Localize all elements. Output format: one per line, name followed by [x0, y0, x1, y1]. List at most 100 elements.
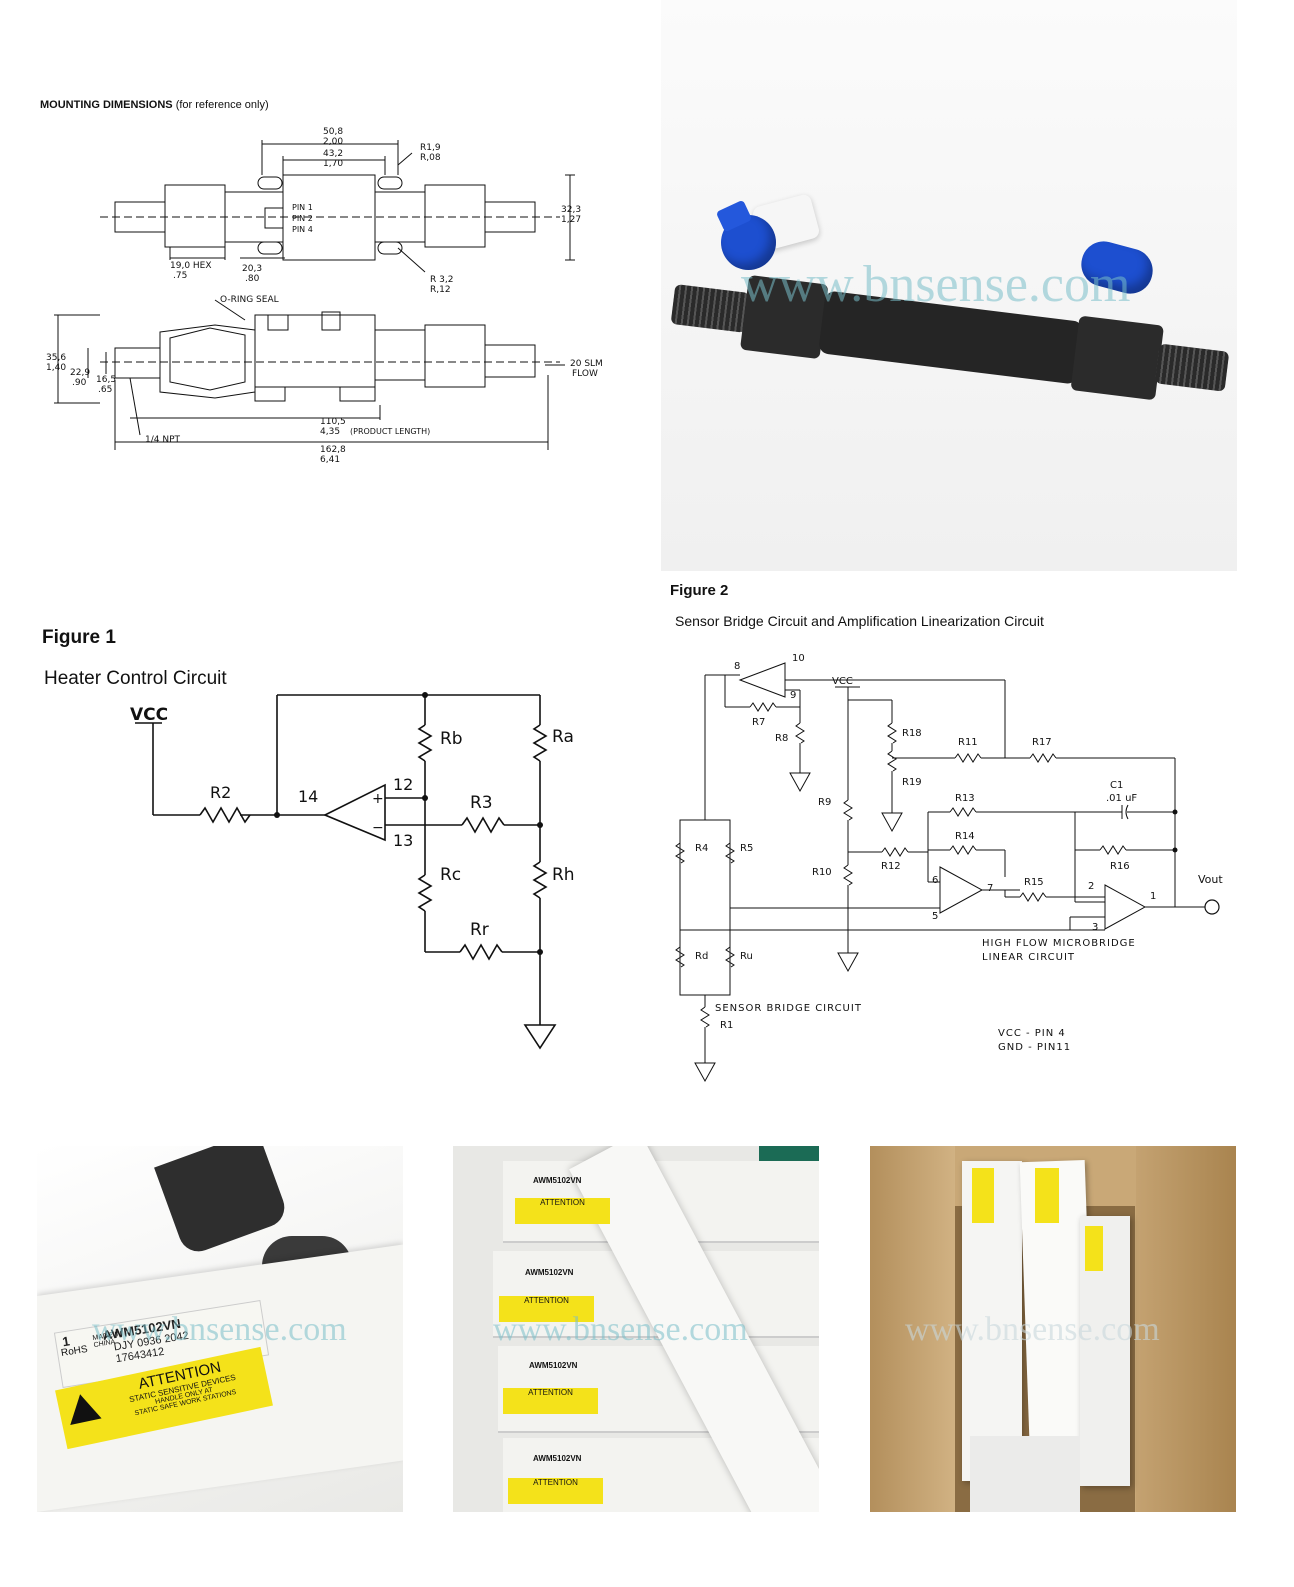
fig2-r14: R14	[955, 831, 975, 842]
fig2-n9: 9	[790, 690, 796, 701]
fig2-c1-value: .01 uF	[1106, 793, 1137, 804]
fig1-rb: Rb	[440, 729, 463, 749]
fig2-pin4-note: VCC - PIN 4	[998, 1028, 1066, 1039]
fig1-n14: 14	[298, 787, 318, 806]
attention-text-2b: ATTENTION	[524, 1296, 569, 1305]
fig1-subtitle: Heater Control Circuit	[44, 668, 227, 689]
dim-641: 6,41	[320, 455, 340, 465]
mounting-title-rest: (for reference only)	[175, 99, 269, 111]
box-photo-1: 1 AWM5102VN DJY 0936 2042 17643412 RoHS …	[37, 1146, 403, 1512]
fig2-rd: Rd	[695, 951, 708, 962]
top-view: 50,8 2,00 43,2 1,70 R1,9 R,08 PIN 1 PIN …	[100, 127, 581, 295]
model-text-2d: AWM5102VN	[533, 1454, 582, 1463]
opamp-minus: −	[372, 820, 384, 836]
fig2-n10: 10	[792, 653, 805, 664]
dim-80: .80	[245, 274, 260, 284]
carton-flap-right	[1136, 1146, 1236, 1512]
fig2-sensor-bridge: SENSOR BRIDGE CIRCUIT	[715, 1003, 862, 1014]
side-view: O-RING SEAL 35,6 1,40 22,9 .90 16,5 .65 …	[46, 295, 603, 465]
nut-right	[1070, 315, 1165, 401]
fig2-r16: R16	[1110, 861, 1130, 872]
fig2-n8: 8	[734, 661, 740, 672]
fig2-n7: 7	[987, 883, 993, 894]
npt-label: 1/4 NPT	[145, 435, 181, 445]
mounting-drawing: 50,8 2,00 43,2 1,70 R1,9 R,08 PIN 1 PIN …	[46, 127, 603, 465]
dim-508: 50,8	[323, 127, 343, 137]
attention-label-2c: ATTENTION	[503, 1388, 598, 1414]
fig2-r19: R19	[902, 777, 922, 788]
sensor-connector	[154, 1146, 290, 1257]
fig2-r11: R11	[958, 737, 978, 748]
fig1-rc: Rc	[440, 865, 461, 885]
pin4-label: PIN 4	[292, 225, 313, 234]
fig2-r1: R1	[720, 1020, 733, 1031]
dim-r32: R 3,2	[430, 275, 453, 285]
oring-label: O-RING SEAL	[220, 295, 279, 305]
attention-label-2a: ATTENTION	[515, 1198, 610, 1224]
dim-170: 1,70	[323, 159, 343, 169]
opamp-plus: +	[372, 791, 384, 807]
fig1-n13: 13	[393, 831, 413, 850]
fig2-n6: 6	[932, 875, 938, 886]
watermark-photo-2: www.bnsense.com	[493, 1311, 748, 1348]
fig1-rh: Rh	[552, 865, 575, 885]
box-photo-2: ATTENTION ATTENTION ATTENTION ATTENTION …	[453, 1146, 819, 1512]
fig1-r3: R3	[470, 793, 493, 813]
flow-slm-label: 20 SLM	[570, 359, 603, 369]
watermark-photo-3: www.bnsense.com	[905, 1311, 1160, 1348]
fig2-n2: 2	[1088, 881, 1094, 892]
fig2-r8: R8	[775, 733, 788, 744]
mounting-title-bold: MOUNTING DIMENSIONS	[40, 99, 173, 111]
attention-label-3b	[1035, 1168, 1059, 1223]
inner-box-4	[970, 1436, 1080, 1512]
dim-203: 20,3	[242, 264, 262, 274]
fig2-pin11-note: GND - PIN11	[998, 1042, 1071, 1053]
fig2-r12: R12	[881, 861, 901, 872]
dim-65: .65	[98, 385, 112, 395]
dim-140: 1,40	[46, 363, 66, 373]
fig2-r9: R9	[818, 797, 831, 808]
fig2-r17: R17	[1032, 737, 1052, 748]
bridge-circuit: 8 10 9 VCC R7 R8 R18 R19 R11 R17 C1 .01 …	[675, 653, 1223, 1083]
fig2-r5: R5	[740, 843, 753, 854]
dim-1628: 162,8	[320, 445, 346, 455]
model-text-2b: AWM5102VN	[525, 1268, 574, 1277]
attention-text-2a: ATTENTION	[540, 1198, 585, 1207]
carton-flap-left	[870, 1146, 955, 1512]
fig2-n5: 5	[932, 911, 938, 922]
dim-323: 32,3	[561, 205, 581, 215]
fig1-ra: Ra	[552, 727, 574, 747]
dim-r12: R,12	[430, 285, 451, 295]
dim-200: 2,00	[323, 137, 343, 147]
attention-label-2b: ATTENTION	[499, 1296, 594, 1322]
fig1-vcc: VCC	[130, 705, 168, 725]
fig1-n12: 12	[393, 775, 413, 794]
fig2-ru: Ru	[740, 951, 753, 962]
attention-label-2d: ATTENTION	[508, 1478, 603, 1504]
fig2-r7: R7	[752, 717, 765, 728]
fig1-r2: R2	[210, 783, 231, 802]
heater-circuit: + − VCC R2 14 12 13 Rb Ra R3 Rc Rh Rr	[130, 692, 575, 1050]
dim-r08: R,08	[420, 153, 441, 163]
attention-text-2d: ATTENTION	[533, 1478, 578, 1487]
dim-hex-in: .75	[173, 271, 187, 281]
dim-356: 35,6	[46, 353, 66, 363]
dim-90: .90	[72, 378, 87, 388]
watermark-photo-1: www.bnsense.com	[92, 1311, 347, 1348]
thread-left	[670, 284, 750, 333]
fig2-n3: 3	[1092, 922, 1098, 933]
pin1-label: PIN 1	[292, 203, 313, 212]
fig2-highflow-1: HIGH FLOW MICROBRIDGE	[982, 938, 1136, 949]
watermark-sensor: www.bnsense.com	[741, 256, 1131, 313]
dim-165: 16,5	[96, 375, 116, 385]
fig2-r10: R10	[812, 867, 832, 878]
dim-1105: 110,5	[320, 417, 346, 427]
thread-right	[1154, 343, 1230, 392]
flow-label: FLOW	[572, 369, 598, 379]
fig1-title: Figure 1	[42, 627, 116, 648]
fig2-r4: R4	[695, 843, 708, 854]
sensor-photo: www.bnsense.com	[661, 0, 1237, 571]
dim-435: 4,35	[320, 427, 340, 437]
dim-hex: 19,0 HEX	[170, 261, 212, 271]
product-length-label: (PRODUCT LENGTH)	[350, 427, 430, 436]
